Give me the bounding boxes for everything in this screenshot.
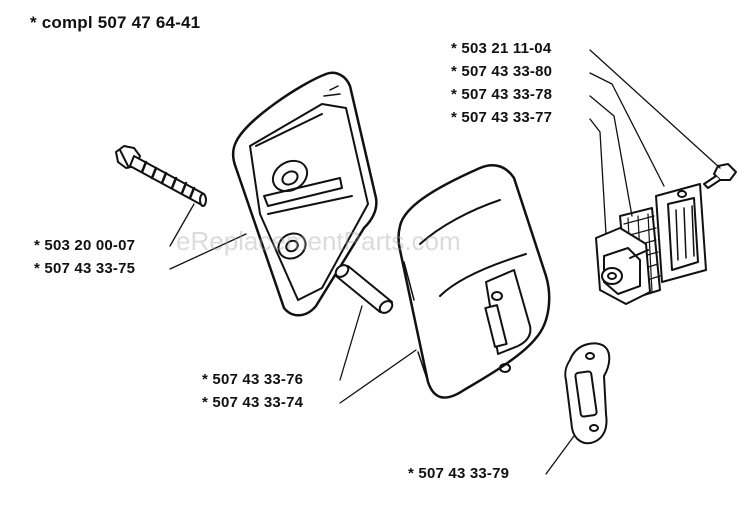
callout-507-43-33-80: * 507 43 33-80 (451, 63, 553, 80)
plate-assembly-part (595, 163, 737, 305)
callout-503-21-11-04: * 503 21 11-04 (451, 40, 552, 57)
callout-507-43-33-75: * 507 43 33-75 (34, 260, 136, 277)
callout-507-43-33-77: * 507 43 33-77 (451, 109, 553, 126)
muffler-cover-part (397, 164, 551, 399)
callout-503-20-00-07: * 503 20 00-07 (34, 237, 136, 254)
callout-507-43-33-78: * 507 43 33-78 (451, 86, 553, 103)
spacer-pin-part (334, 264, 394, 314)
assembly-title: * compl 507 47 64-41 (30, 13, 201, 32)
bolt-part (115, 145, 207, 207)
gasket-79-part (564, 342, 611, 445)
callout-507-43-33-79: * 507 43 33-79 (408, 465, 510, 482)
muffler-body-part (231, 71, 378, 317)
watermark: eReplacementParts.com (176, 226, 461, 256)
callout-507-43-33-76: * 507 43 33-76 (202, 371, 304, 388)
callout-507-43-33-74: * 507 43 33-74 (202, 394, 304, 411)
leader-lines (169, 49, 721, 475)
